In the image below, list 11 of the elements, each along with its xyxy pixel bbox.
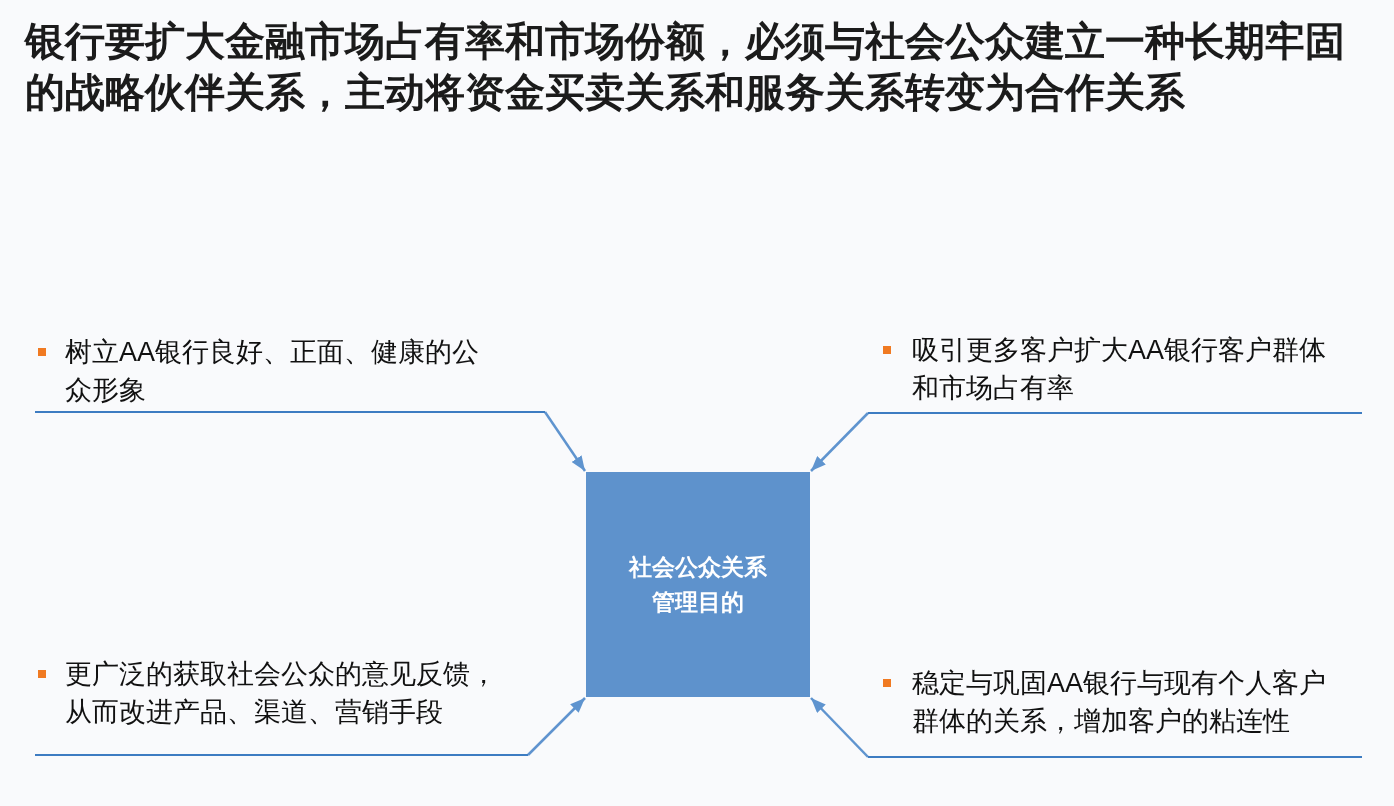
- process-box: [586, 472, 810, 697]
- arrow: [527, 697, 586, 756]
- item-text: 吸引更多客户扩大AA银行客户群体和市场占有率: [912, 334, 1328, 405]
- arrow: [543, 411, 587, 472]
- item-text: 树立AA银行良好、正面、健康的公众形象: [65, 336, 481, 407]
- arrow: [810, 412, 869, 472]
- box-label: 社会公众关系管理目的: [627, 552, 768, 617]
- item-text: 稳定与巩固AA银行与现有个人客户群体的关系，增加客户的粘连性: [912, 667, 1328, 738]
- arrow: [810, 697, 869, 758]
- item-text: 更广泛的获取社会公众的意见反馈，从而改进产品、渠道、营销手段: [65, 658, 498, 729]
- title: 银行要扩大金融市场占有率和市场份额，必须与社会公众建立一种长期牢固的战略伙伴关系，主动将资金买卖关系和服务关系转变为合作关系: [25, 18, 1346, 116]
